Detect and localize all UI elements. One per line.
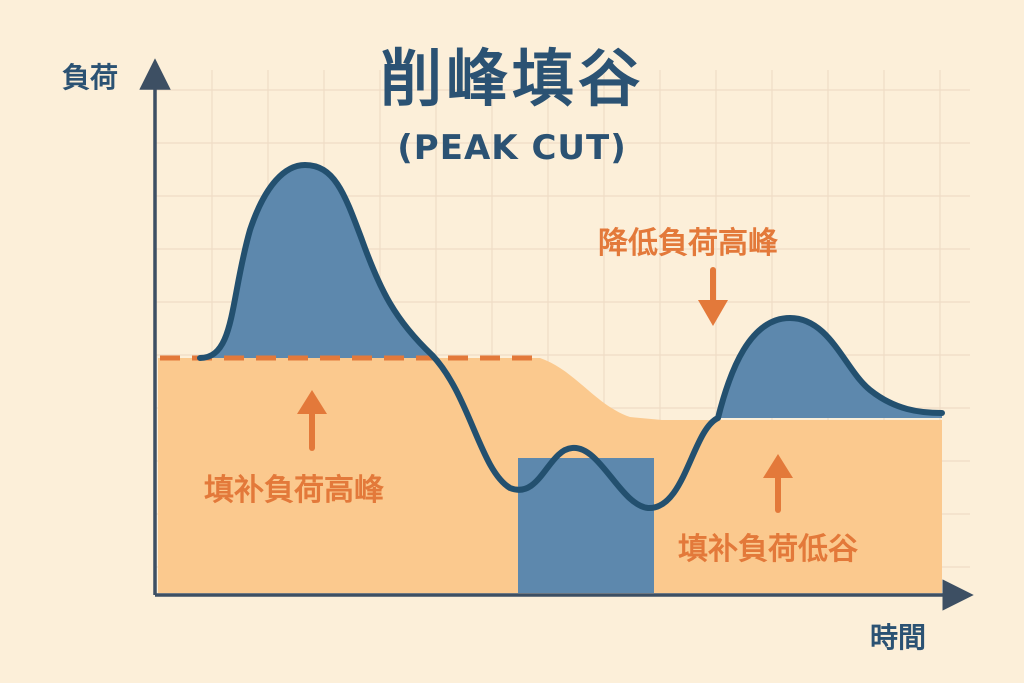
page-subtitle: (PEAK CUT) bbox=[397, 128, 627, 168]
peak-area-right bbox=[718, 318, 942, 418]
peak-area-left bbox=[200, 165, 432, 358]
up-arrow-icon-right bbox=[763, 454, 793, 513]
y-axis-label: 負荷 bbox=[62, 61, 119, 94]
down-arrow-icon bbox=[698, 267, 728, 326]
annotation-peak-reduce: 降低負荷高峰 bbox=[598, 226, 778, 261]
load-curve bbox=[197, 162, 945, 512]
page-title: 削峰填谷 bbox=[379, 42, 645, 115]
annotation-fill-peak: 填补負荷高峰 bbox=[204, 473, 384, 508]
right-fill-region bbox=[655, 420, 942, 593]
up-arrow-icon-left bbox=[297, 390, 327, 451]
x-axis-label: 時間 bbox=[870, 621, 927, 654]
annotation-fill-valley: 填补負荷低谷 bbox=[678, 532, 858, 567]
